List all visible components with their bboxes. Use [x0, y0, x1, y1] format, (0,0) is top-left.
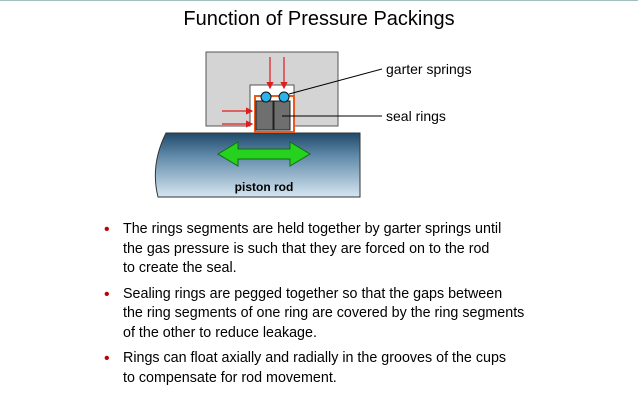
seal-rings-label: seal rings: [386, 108, 446, 124]
garter-spring-right: [278, 91, 290, 103]
piston-rod-label: piston rod: [235, 180, 294, 194]
bullet-2-line-3: of the other to reduce leakage.: [123, 324, 317, 341]
bullet-marker: •: [104, 221, 110, 238]
pressure-packing-diagram: garter springs seal rings piston rod: [154, 51, 472, 198]
bullet-3-line-2: to compensate for rod movement.: [123, 369, 337, 386]
packing-cup-housing: [205, 51, 339, 127]
bullet-1-line-1: The rings segments are held together by …: [123, 221, 502, 237]
piston-rod: [154, 132, 361, 198]
bullet-2-line-1: Sealing rings are pegged together so tha…: [123, 285, 503, 302]
page-title: Function of Pressure Packings: [183, 8, 455, 30]
bullet-item: • The rings segments are held together b…: [98, 220, 628, 279]
bullet-item: • Rings can float axially and radially i…: [98, 349, 628, 388]
gas-pressure-arrows: [222, 57, 288, 128]
garter-springs-callout-line: [288, 68, 383, 95]
groove-gap-outline: [254, 95, 295, 133]
garter-springs-label: garter springs: [386, 61, 472, 77]
rod-motion-arrow: [217, 141, 311, 167]
bullet-marker: •: [104, 350, 110, 367]
bullet-marker: •: [104, 285, 110, 303]
top-divider: [0, 0, 638, 1]
bullet-1-line-2: the gas pressure is such that they are f…: [123, 240, 490, 257]
seal-ring-left: [255, 100, 274, 131]
garter-spring-left: [260, 91, 272, 103]
bullet-list: • The rings segments are held together b…: [98, 220, 628, 394]
bullet-1-line-3: to create the seal.: [123, 260, 237, 276]
bullet-item: • Sealing rings are pegged together so t…: [98, 285, 628, 344]
bullet-2-line-2: the ring segments of one ring are covere…: [123, 305, 525, 321]
bullet-3-line-1: Rings can float axially and radially in …: [123, 350, 507, 366]
